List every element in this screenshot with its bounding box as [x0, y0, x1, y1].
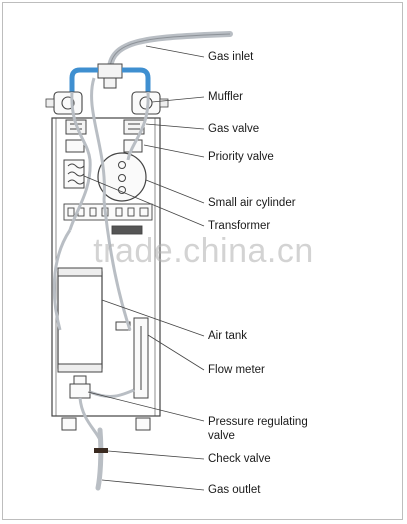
control-board — [63, 203, 153, 235]
label-gas-valve: Gas valve — [208, 123, 260, 135]
label-priority-valve: Priority valve — [208, 151, 274, 163]
label-muffler: Muffler — [208, 91, 243, 103]
small-air-cylinder — [97, 152, 147, 202]
label-flow-meter: Flow meter — [208, 364, 265, 376]
label-small-air-cylinder: Small air cylinder — [208, 197, 296, 209]
label-gas-inlet: Gas inlet — [208, 51, 254, 63]
label-gas-outlet: Gas outlet — [208, 484, 261, 496]
priority-valve-left — [65, 139, 85, 153]
muffler-right — [131, 91, 169, 115]
transformer — [63, 159, 85, 189]
flow-meter — [115, 317, 149, 399]
air-tank — [57, 267, 103, 373]
internal-hoses-upper — [68, 77, 150, 231]
label-check-valve: Check valve — [208, 453, 271, 465]
label-air-tank: Air tank — [208, 330, 247, 342]
inlet-tee-fitting — [69, 63, 151, 92]
leader-lines — [83, 45, 205, 491]
pressure-regulating-valve — [69, 375, 91, 399]
check-valve — [94, 448, 108, 453]
image-frame — [2, 2, 403, 520]
feet — [61, 417, 151, 431]
muffler-left — [45, 91, 83, 115]
label-pressure-regulating-valve: Pressure regulating valve — [208, 416, 308, 442]
label-transformer: Transformer — [208, 220, 271, 232]
gas-outlet-hose — [95, 427, 104, 491]
